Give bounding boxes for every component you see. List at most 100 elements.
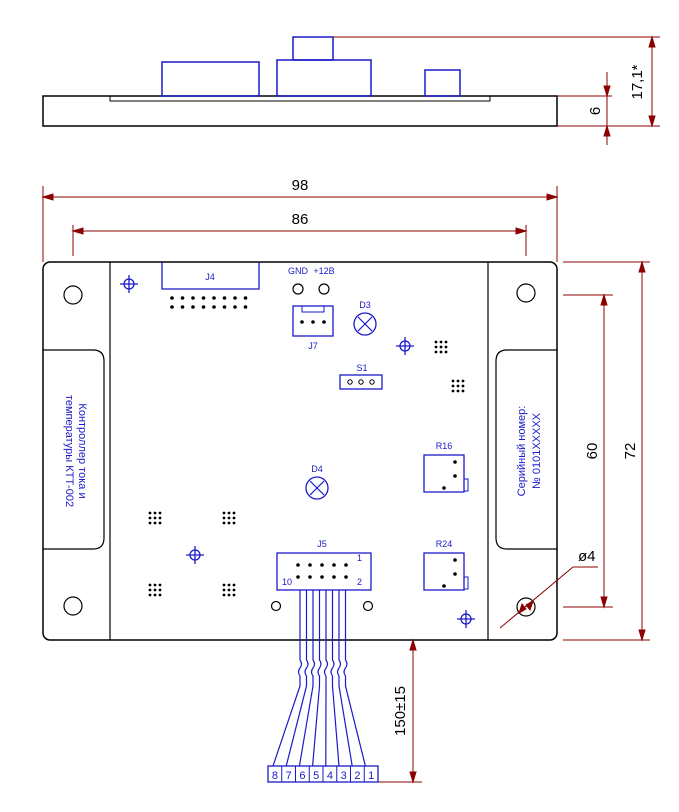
right-label-plate [495, 349, 557, 550]
via-dot [232, 583, 236, 587]
via-dot [434, 340, 438, 344]
d3-led-cross-b [357, 316, 373, 332]
j4-pin [180, 296, 185, 300]
j4-pin [170, 296, 174, 300]
cable-wire [312, 590, 322, 767]
r16-pin-3 [442, 486, 446, 490]
gnd-pad [292, 283, 304, 295]
via-dot [444, 340, 448, 344]
j5-pin [308, 563, 312, 567]
r16-label: R16 [436, 441, 453, 451]
right-label-line1: Серийный номер: [516, 406, 528, 497]
s1-pin-1 [347, 379, 353, 385]
via-dot [434, 345, 438, 349]
right-label-line2: № 0101ХХХХХ [531, 412, 543, 489]
cable-wire [272, 590, 303, 767]
via-dot [153, 511, 157, 515]
j5-pin [332, 575, 336, 579]
via-dot [158, 593, 162, 597]
d3-led [353, 312, 377, 336]
j5-connector [276, 552, 372, 591]
via-dot [444, 350, 448, 354]
mounting-hole-bottom-right [516, 597, 536, 617]
j4-pin [243, 305, 248, 309]
via-dot [456, 384, 460, 388]
cable-wire [343, 590, 366, 767]
r16-trimmer [423, 454, 465, 493]
via-dot [148, 588, 152, 592]
fiducial-2 [396, 337, 414, 355]
via-dot [158, 521, 162, 525]
via-dot [232, 593, 236, 597]
via-dot [227, 511, 231, 515]
j5-pin1-label: 1 [357, 553, 362, 563]
j5-pin [320, 575, 324, 579]
r24-tab [463, 576, 469, 590]
j7-pin-3 [322, 320, 326, 324]
s1-pin-3 [369, 379, 375, 385]
cable-pin-label: 5 [313, 770, 319, 782]
via-dot [461, 384, 465, 388]
j5-pin10-label: 10 [282, 577, 292, 587]
left-label-line1: Контроллер тока и [76, 403, 88, 498]
r24-pin-2 [453, 572, 457, 576]
side-view-connector-small [424, 69, 461, 97]
j5-mount-right [362, 600, 374, 612]
dim-cable-length [378, 638, 422, 784]
j5-label: J5 [317, 539, 327, 549]
via-dot [222, 593, 226, 597]
dim-overall-height [563, 260, 650, 642]
via-dot [461, 379, 465, 383]
side-view-connector-top [292, 36, 334, 61]
j5-pin [344, 575, 348, 579]
cable-pin-label: 4 [327, 770, 333, 782]
j4-pin [180, 305, 185, 309]
d4-led-cross-b [309, 480, 325, 496]
cable-wire [336, 590, 353, 767]
mounting-hole-top-left [63, 285, 83, 305]
side-view-connector-j5 [276, 59, 372, 97]
via-dot [439, 345, 443, 349]
cable-pin-label: 6 [299, 770, 305, 782]
r16-tab [463, 478, 469, 492]
via-dot [148, 516, 152, 520]
dim-overall-width-label: 98 [292, 177, 309, 194]
j4-pin [201, 296, 206, 300]
j5-pin [296, 575, 300, 579]
via-dot [158, 583, 162, 587]
via-dot [222, 516, 226, 520]
via-dot [153, 521, 157, 525]
via-dot [451, 389, 455, 393]
j5-pin2-label: 2 [357, 577, 362, 587]
via-dot [232, 511, 236, 515]
r24-pin-1 [453, 558, 457, 562]
r24-pin-3 [442, 584, 446, 588]
dim-hole-diameter [499, 566, 598, 629]
via-dot [451, 379, 455, 383]
s1-label: S1 [356, 363, 367, 373]
board-front-view: Контроллер тока и температуры КТТ-002 Се… [42, 261, 558, 641]
fiducial-3 [186, 546, 204, 564]
side-view: 17,1* 6 [42, 35, 660, 145]
d4-led [305, 476, 329, 500]
j5-pin [344, 563, 348, 567]
cable-wire [323, 590, 329, 767]
via-grids [148, 340, 465, 597]
via-dot [148, 521, 152, 525]
dim-hole-spacing-y-label: 60 [584, 443, 601, 460]
via-dot [227, 583, 231, 587]
via-dot [434, 350, 438, 354]
cable-wire [285, 590, 309, 767]
via-dot [232, 521, 236, 525]
dim-hole-spacing-y [563, 293, 613, 609]
j4-pin [212, 305, 216, 309]
plus12v-pad [318, 283, 330, 295]
j4-pin [233, 305, 237, 309]
via-dot [158, 516, 162, 520]
via-dot [461, 389, 465, 393]
j7-pin-2 [311, 320, 315, 324]
via-dot [451, 384, 455, 388]
mounting-hole-bottom-left [63, 596, 83, 616]
